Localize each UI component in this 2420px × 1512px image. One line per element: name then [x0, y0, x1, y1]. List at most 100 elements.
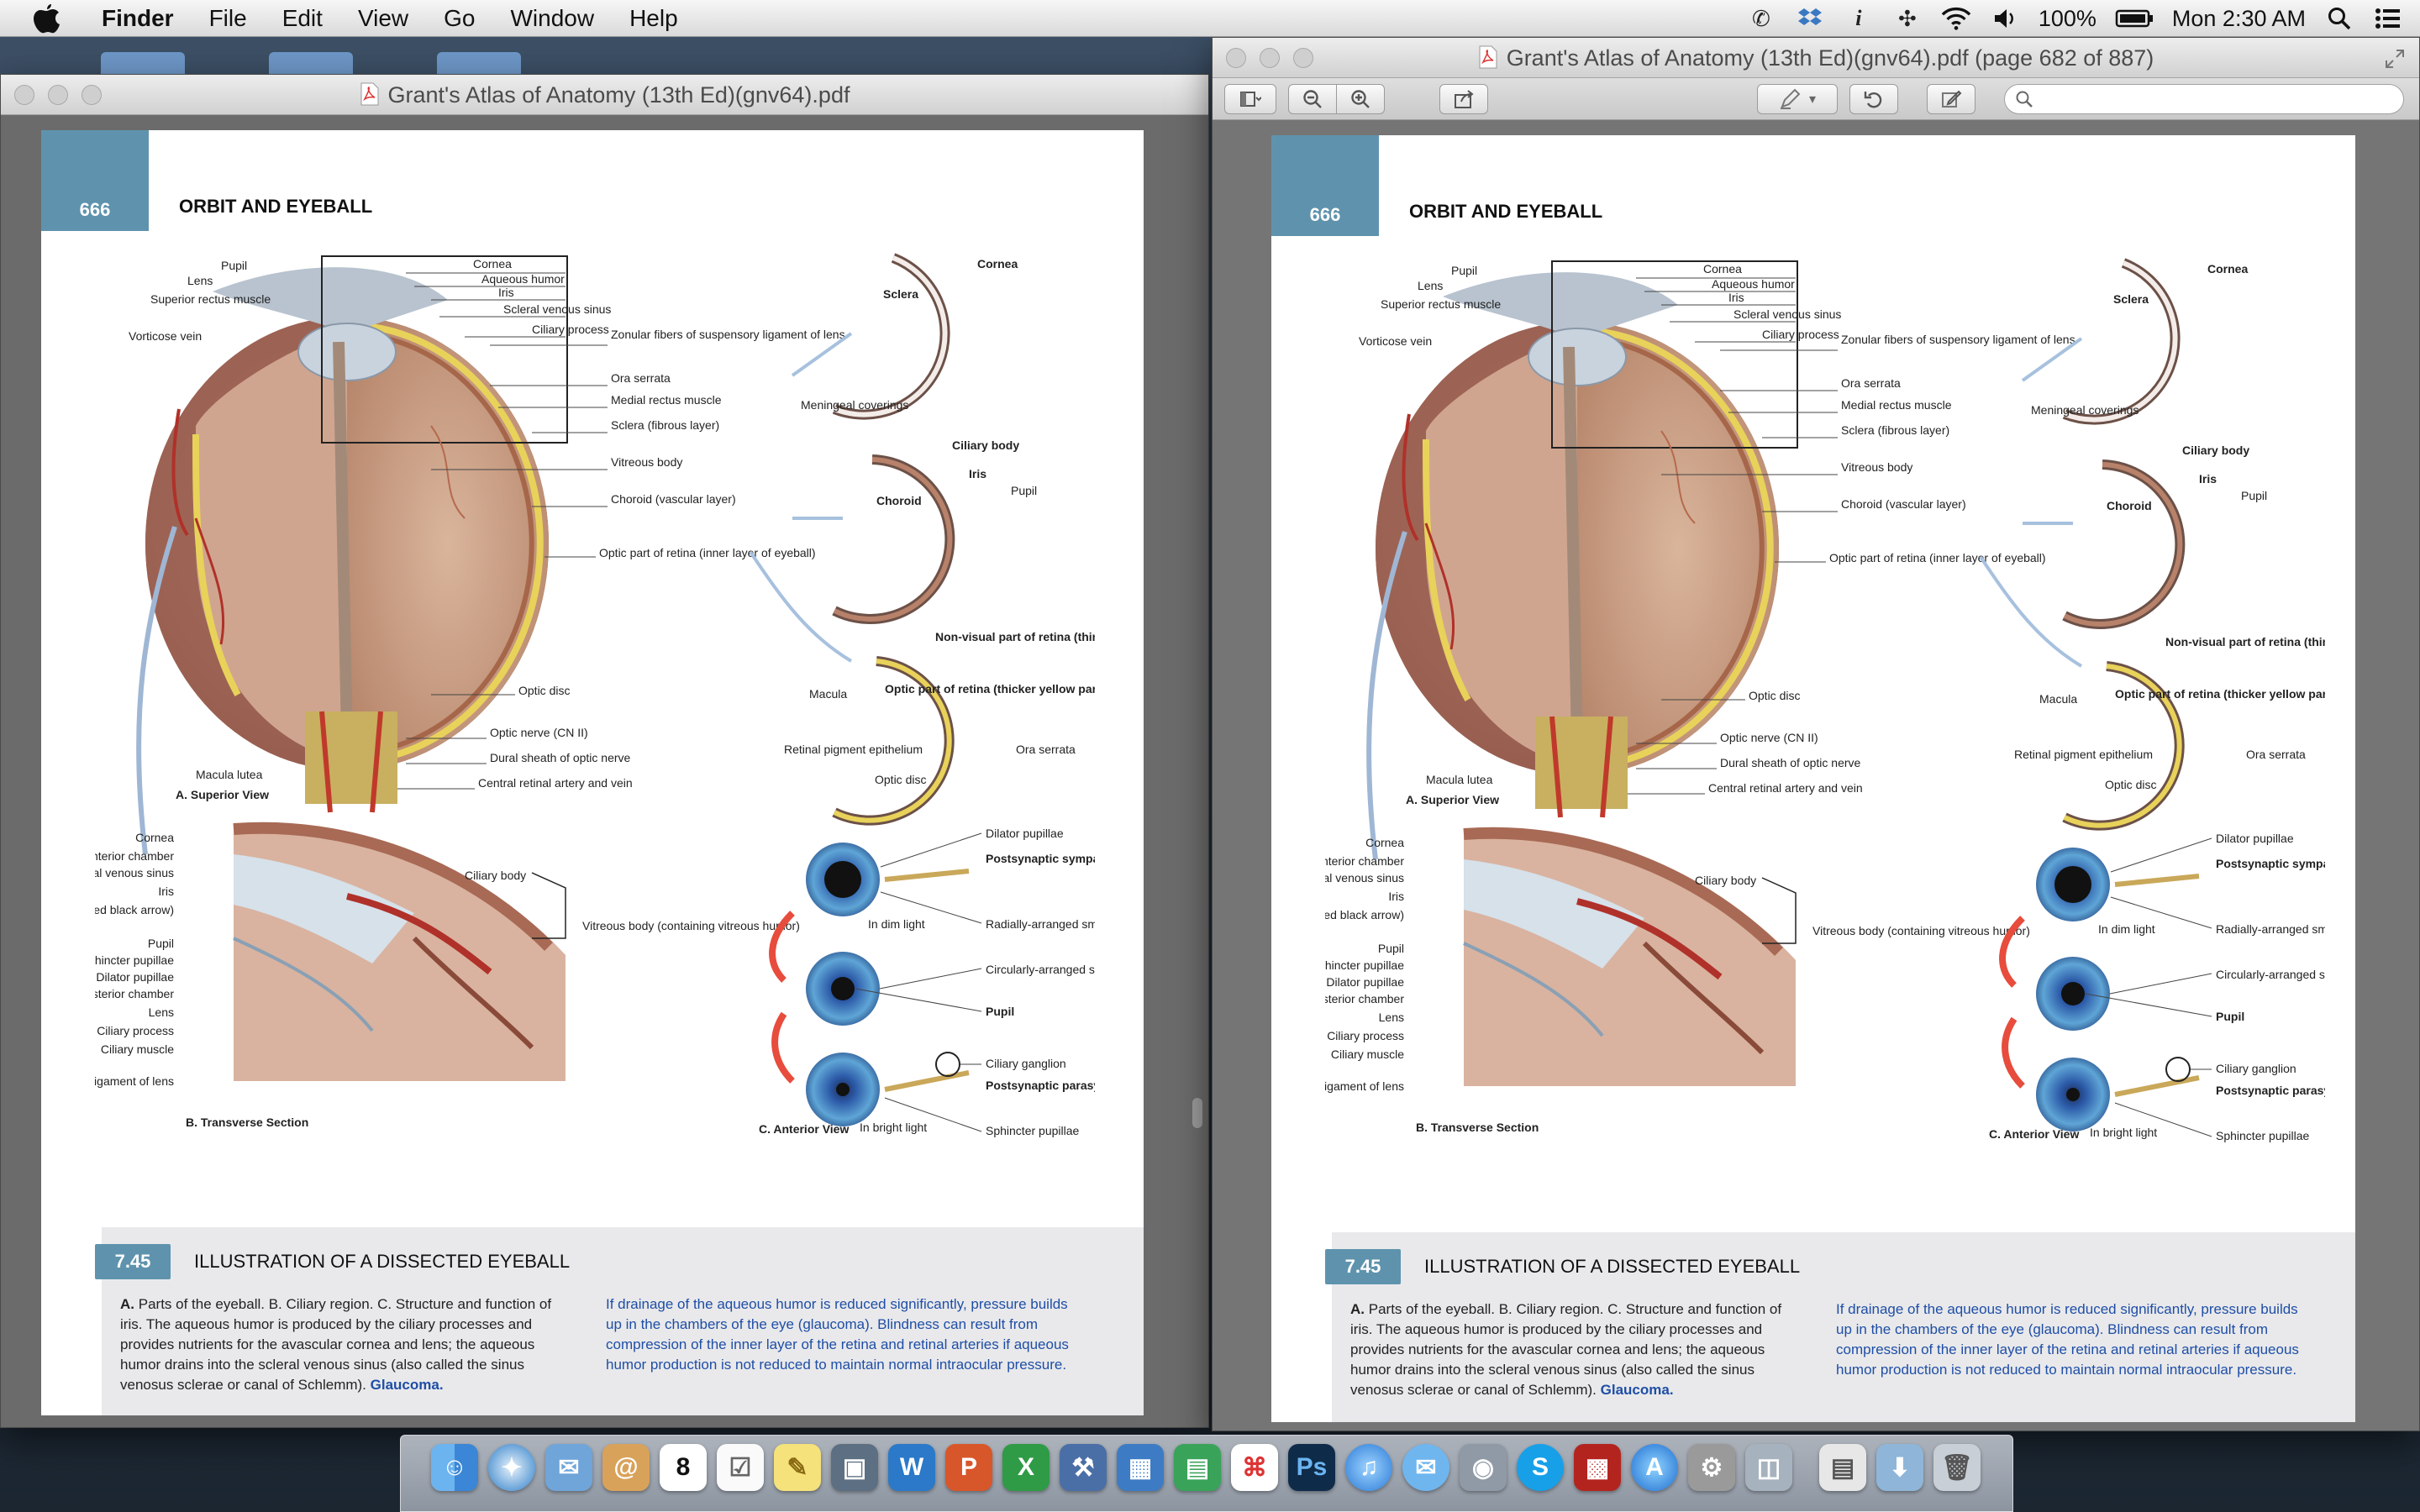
- caption-clinical-note: If drainage of the aqueous humor is redu…: [1836, 1301, 2299, 1378]
- edit-icon: [1942, 90, 1962, 108]
- system-preferences-icon[interactable]: ⚙: [1688, 1444, 1735, 1491]
- xcode-icon[interactable]: ⚒: [1060, 1444, 1107, 1491]
- tr-label-scleral-sinus: Scleral venous sinus: [1325, 871, 1404, 885]
- superior-view-labels: Pupil Lens Superior rectus muscle Vortic…: [1359, 262, 2075, 806]
- rotate-button[interactable]: [1849, 84, 1898, 114]
- scrollbar-thumb[interactable]: [1192, 1098, 1202, 1128]
- bluetooth-icon[interactable]: ✣: [1897, 5, 1917, 31]
- keynote-icon[interactable]: ▦: [1117, 1444, 1164, 1491]
- title-bar[interactable]: Grant's Atlas of Anatomy (13th Ed)(gnv64…: [1213, 38, 2419, 78]
- menu-edit[interactable]: Edit: [281, 4, 323, 31]
- an-label-dim-light: In dim light: [868, 917, 925, 931]
- preview-icon[interactable]: ◫: [1745, 1444, 1792, 1491]
- an-label-sympathetic: Postsynaptic sympathetic nerve fiber: [986, 852, 1095, 865]
- inset-label-meningeal: Meningeal coverings: [801, 398, 908, 412]
- dropbox-icon[interactable]: [1795, 3, 1825, 34]
- label-aqueous-humor: Aqueous humor: [1712, 277, 1795, 291]
- an-label-ciliary-ganglion: Ciliary ganglion: [2216, 1062, 2296, 1075]
- inset-label-cornea: Cornea: [2207, 262, 2248, 276]
- zoom-button[interactable]: [1293, 48, 1313, 68]
- documents-icon[interactable]: ▤: [1819, 1444, 1866, 1491]
- label-anterior-view: C. Anterior View: [759, 1122, 849, 1136]
- minimize-button[interactable]: [1260, 48, 1280, 68]
- label-sclera: Sclera (fibrous layer): [1841, 423, 1949, 437]
- zoom-out-button[interactable]: [1288, 84, 1337, 114]
- zoom-in-button[interactable]: [1336, 84, 1385, 114]
- figure-title: ILLUSTRATION OF A DISSECTED EYEBALL: [194, 1251, 571, 1272]
- spotlight-icon[interactable]: [2324, 3, 2354, 34]
- menu-help[interactable]: Help: [629, 4, 678, 31]
- menu-view[interactable]: View: [357, 4, 409, 31]
- close-button[interactable]: [1226, 48, 1246, 68]
- sidebar-view-button[interactable]: [1224, 84, 1276, 114]
- reminders-icon[interactable]: ☑: [717, 1444, 764, 1491]
- trash-icon[interactable]: 🗑: [1933, 1444, 1981, 1491]
- phone-icon[interactable]: ✆: [1751, 5, 1770, 31]
- menu-go[interactable]: Go: [444, 4, 476, 31]
- contacts-icon[interactable]: @: [602, 1444, 650, 1491]
- zoom-in-icon: [1351, 90, 1370, 108]
- fullscreen-icon[interactable]: [2384, 48, 2406, 70]
- tr-label-posterior-chamber: Posterior chamber: [1325, 992, 1404, 1005]
- annotate-icon: [1780, 88, 1801, 109]
- volume-icon[interactable]: [1990, 3, 2020, 34]
- pdf-file-icon: [360, 82, 379, 106]
- menu-clock[interactable]: Mon 2:30 AM: [2171, 5, 2306, 31]
- safari-icon[interactable]: ✦: [488, 1444, 535, 1491]
- minimize-button[interactable]: [48, 85, 68, 105]
- inset-label-meningeal: Meningeal coverings: [2031, 403, 2139, 417]
- menu-window[interactable]: Window: [510, 4, 595, 31]
- facetime-icon[interactable]: ◉: [1460, 1444, 1507, 1491]
- an-label-parasympathetic: Postsynaptic parasympathetic nerve fiber: [986, 1079, 1095, 1092]
- notes-icon[interactable]: ✎: [774, 1444, 821, 1491]
- tr-label-vitreous: Vitreous body (containing vitreous humor…: [582, 919, 800, 932]
- downloads-icon[interactable]: ⬇: [1876, 1444, 1923, 1491]
- superior-view-drawing: [1366, 260, 1798, 860]
- annotate-button[interactable]: ▾: [1757, 84, 1838, 114]
- photoshop-icon[interactable]: Ps: [1288, 1444, 1335, 1491]
- label-superior-rectus: Superior rectus muscle: [150, 292, 271, 306]
- edit-button[interactable]: [1927, 84, 1975, 114]
- label-vorticose-vein: Vorticose vein: [129, 329, 202, 343]
- app-store-icon[interactable]: A: [1631, 1444, 1678, 1491]
- skype-icon[interactable]: S: [1517, 1444, 1564, 1491]
- word-icon[interactable]: W: [888, 1444, 935, 1491]
- wifi-icon[interactable]: [1941, 3, 1971, 34]
- an-label-dilator: Dilator pupillae: [2216, 832, 2294, 845]
- notification-list-icon[interactable]: [2373, 3, 2403, 34]
- messages-icon[interactable]: ✉: [1402, 1444, 1449, 1491]
- calendar-icon[interactable]: 8: [660, 1444, 707, 1491]
- caption-description: A. Parts of the eyeball. B. Ciliary regi…: [120, 1294, 574, 1395]
- acrobat-icon[interactable]: ⌘: [1231, 1444, 1278, 1491]
- superior-view-drawing: [136, 255, 568, 855]
- photobooth-icon[interactable]: ▩: [1574, 1444, 1621, 1491]
- powerpoint-icon[interactable]: P: [945, 1444, 992, 1491]
- zoom-button[interactable]: [82, 85, 102, 105]
- numbers-icon[interactable]: ▤: [1174, 1444, 1221, 1491]
- share-button[interactable]: [1439, 84, 1488, 114]
- finder-icon[interactable]: ☺: [431, 1444, 478, 1491]
- excel-icon[interactable]: X: [1002, 1444, 1050, 1491]
- caption-lead: A.: [120, 1296, 134, 1312]
- search-input[interactable]: [2040, 88, 2393, 110]
- apple-menu-icon[interactable]: [29, 2, 64, 35]
- inset-label-sclera: Sclera: [883, 287, 918, 301]
- search-field[interactable]: [2004, 84, 2404, 114]
- mail-icon[interactable]: ✉: [545, 1444, 592, 1491]
- iphoto-icon[interactable]: ▣: [831, 1444, 878, 1491]
- title-bar[interactable]: Grant's Atlas of Anatomy (13th Ed)(gnv64…: [1, 75, 1208, 115]
- an-label-sympathetic: Postsynaptic sympathetic nerve fiber: [2216, 857, 2325, 870]
- inset-label-iris: Iris: [969, 467, 986, 480]
- itunes-icon[interactable]: ♫: [1345, 1444, 1392, 1491]
- menu-file[interactable]: File: [208, 4, 247, 31]
- share-icon: [1455, 90, 1474, 108]
- close-button[interactable]: [14, 85, 34, 105]
- figure-caption: 7.45 ILLUSTRATION OF A DISSECTED EYEBALL…: [1325, 1232, 2355, 1422]
- app-menu-finder[interactable]: Finder: [102, 4, 174, 31]
- caption-tail: Glaucoma.: [370, 1377, 444, 1393]
- battery-icon[interactable]: [2115, 3, 2154, 34]
- info-icon[interactable]: i: [1855, 6, 1862, 30]
- inset-label-cornea: Cornea: [977, 257, 1018, 270]
- an-label-sphincter: Sphincter pupillae: [986, 1124, 1080, 1137]
- inset-label-pupil: Pupil: [1011, 484, 1037, 497]
